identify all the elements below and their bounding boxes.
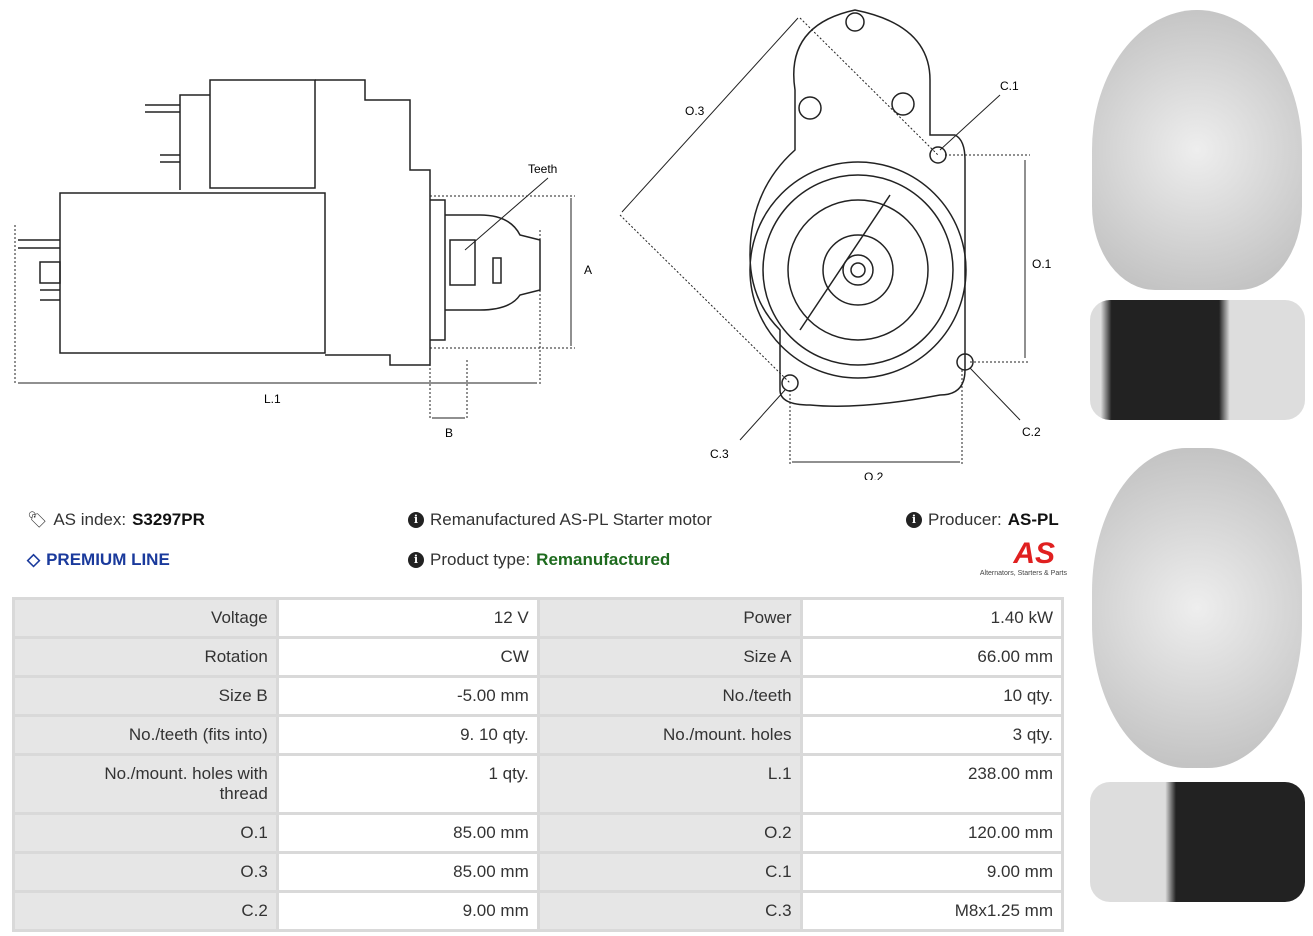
diamond-icon: ◇ [27, 550, 41, 569]
spec-value: M8x1.25 mm [802, 893, 1061, 929]
spec-label: C.2 [15, 893, 276, 929]
spec-label: Power [539, 600, 800, 636]
spec-label: O.3 [15, 854, 276, 890]
spec-label: O.2 [539, 815, 800, 851]
producer-value: AS-PL [1007, 510, 1059, 529]
spec-label: C.1 [539, 854, 800, 890]
spec-value: 66.00 mm [802, 639, 1061, 675]
spec-label: Rotation [15, 639, 276, 675]
table-row: No./teeth (fits into)9. 10 qty.No./mount… [15, 717, 1061, 753]
as-index: 🏷 AS index:S3297PR [27, 510, 205, 529]
as-pl-logo: AS Alternators, Starters & Parts [979, 537, 1067, 578]
spec-value: 9.00 mm [802, 854, 1061, 890]
label-o1: O.1 [1032, 257, 1052, 271]
info-icon: i [408, 512, 424, 528]
tags-icon: 🏷 [27, 512, 48, 529]
spec-label: Voltage [15, 600, 276, 636]
spec-value: CW [278, 639, 537, 675]
spec-value: 85.00 mm [278, 854, 537, 890]
spec-value: 1.40 kW [802, 600, 1061, 636]
spec-label: No./teeth (fits into) [15, 717, 276, 753]
product-photo-rear[interactable] [1092, 448, 1302, 768]
side-view-diagram: Teeth A L.1 B [14, 79, 592, 440]
as-index-value: S3297PR [132, 510, 205, 529]
spec-value: 1 qty. [278, 756, 537, 812]
product-photo-side-label[interactable] [1090, 782, 1305, 902]
premium-line-badge: ◇PREMIUM LINE [27, 550, 170, 569]
spec-label: Size A [539, 639, 800, 675]
spec-value: 3 qty. [802, 717, 1061, 753]
product-photo-side[interactable] [1090, 300, 1305, 420]
label-teeth: Teeth [528, 162, 557, 176]
spec-value: 85.00 mm [278, 815, 537, 851]
spec-label: O.1 [15, 815, 276, 851]
spec-value: 10 qty. [802, 678, 1061, 714]
spec-label: No./mount. holes [539, 717, 800, 753]
label-b: B [445, 426, 453, 440]
spec-label: C.3 [539, 893, 800, 929]
spec-value: 12 V [278, 600, 537, 636]
spec-value: 9.00 mm [278, 893, 537, 929]
label-a: A [584, 263, 592, 277]
spec-label: No./mount. holes with thread [15, 756, 276, 812]
spec-value: 238.00 mm [802, 756, 1061, 812]
label-o3: O.3 [685, 104, 705, 118]
product-type-value: Remanufactured [536, 550, 671, 569]
info-icon: i [906, 512, 922, 528]
label-c3: C.3 [710, 447, 729, 461]
spec-label: L.1 [539, 756, 800, 812]
label-o2: O.2 [864, 470, 884, 480]
front-view-diagram: O.3 C.1 O.1 C.2 C.3 O.2 [619, 9, 1052, 480]
spec-value: 120.00 mm [802, 815, 1061, 851]
product-photo-front[interactable] [1092, 10, 1302, 290]
spec-label: Size B [15, 678, 276, 714]
label-c1: C.1 [1000, 79, 1019, 93]
info-icon: i [408, 552, 424, 568]
spec-label: No./teeth [539, 678, 800, 714]
spec-value: -5.00 mm [278, 678, 537, 714]
label-c2: C.2 [1022, 425, 1041, 439]
spec-value: 9. 10 qty. [278, 717, 537, 753]
label-l1: L.1 [264, 392, 281, 406]
